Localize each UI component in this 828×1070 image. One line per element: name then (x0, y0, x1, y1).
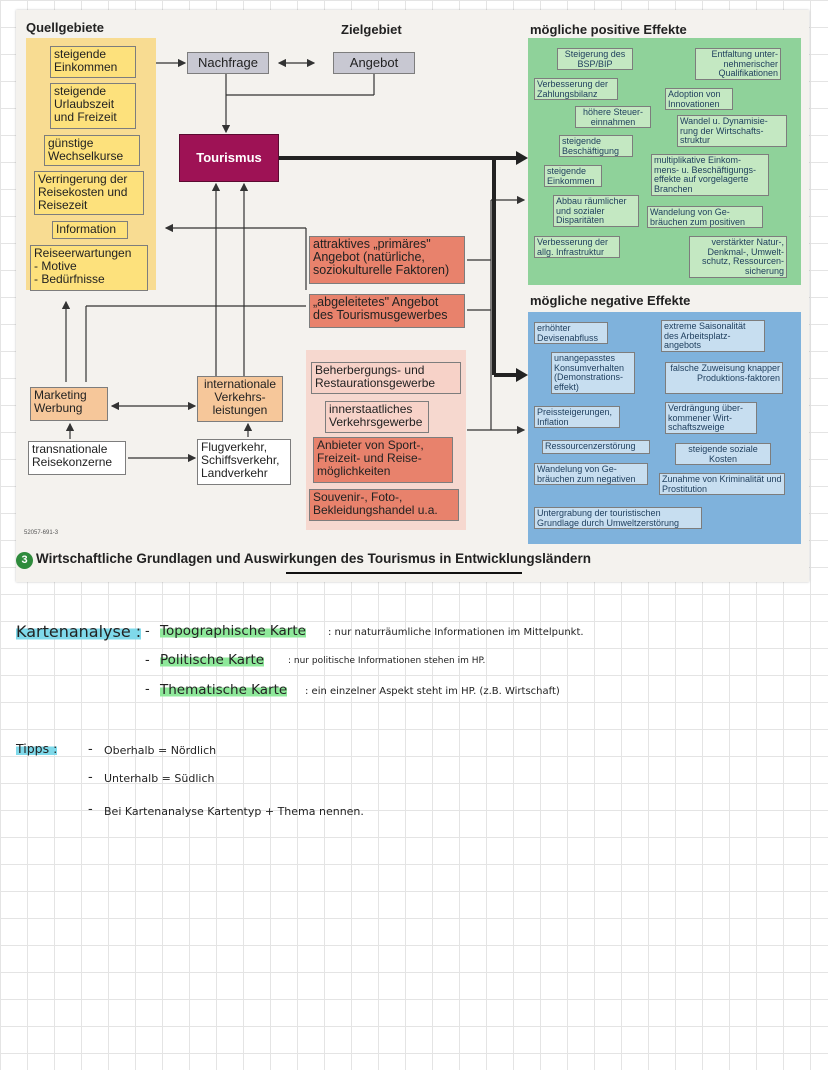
positive-taxes: höhere Steuer-einnahmen (575, 106, 651, 128)
caption-number: 3 (16, 552, 33, 569)
positive-multiplier: multiplikative Einkom-mens- u. Beschäfti… (651, 154, 769, 196)
negative-resource-destruction: Ressourcenzerstörung (542, 440, 650, 454)
negative-consumption: unangepasstes Konsumverhalten (Demonstra… (551, 352, 635, 394)
negative-displacement: Verdrängung über-kommener Wirt-schaftszw… (665, 402, 757, 434)
tip-north: Oberhalb = Nördlich (104, 744, 217, 757)
tourismus-box: Tourismus (179, 134, 279, 182)
connector-arrows (61, 58, 528, 463)
negative-seasonality: extreme Saisonalität des Arbeitsplatz-an… (661, 320, 765, 352)
note-text-thematic: : ein einzelner Aspekt steht im HP. (z.B… (305, 686, 560, 697)
notes-title: Kartenanalyse : (16, 622, 142, 641)
negative-environment: Untergrabung der touristischen Grundlage… (534, 507, 702, 529)
tips-title: Tipps : (16, 741, 58, 756)
positive-entrepreneurship: Entfaltung unter-nehmerischer Qualifikat… (695, 48, 781, 80)
note-term-topographic: Topographische Karte (160, 623, 306, 639)
negative-inflation: Preissteigerungen, Inflation (534, 406, 620, 428)
angebot-box: Angebot (333, 52, 415, 74)
positive-infrastructure: Verbesserung der allg. Infrastruktur (534, 236, 620, 258)
tip-south: Unterhalb = Südlich (104, 772, 215, 785)
tourism-diagram: Quellgebiete Zielgebiet mögliche positiv… (16, 10, 809, 582)
negative-social-costs: steigende soziale Kosten (675, 443, 771, 465)
factor-information: Information (52, 221, 128, 239)
caption-text: Wirtschaftliche Grundlagen und Auswirkun… (36, 551, 591, 566)
tip-dash: - (88, 802, 93, 817)
tip-analysis: Bei Kartenanalyse Kartentyp + Thema nenn… (104, 805, 364, 818)
figure-code: 52057-691-3 (24, 530, 59, 536)
offer-sports-leisure: Anbieter von Sport-, Freizeit- und Reise… (313, 437, 453, 483)
factor-exchange-rates: günstige Wechselkurse (44, 135, 140, 166)
tip-dash: - (88, 770, 93, 785)
factor-leisure: steigende Urlaubszeit und Freizeit (50, 83, 136, 129)
marketing-box: Marketing Werbung (30, 387, 108, 421)
nachfrage-box: Nachfrage (187, 52, 269, 74)
positive-disparities: Abbau räumlicher und sozialer Disparität… (553, 195, 639, 227)
positive-protection: verstärkter Natur-, Denkmal-, Umwelt-sch… (689, 236, 787, 278)
note-term-thematic: Thematische Karte (160, 682, 288, 698)
offer-domestic-transport: innerstaatliches Verkehrsgewerbe (325, 401, 429, 433)
negative-crime: Zunahme von Kriminalität und Prostitutio… (659, 473, 785, 495)
factor-income: steigende Einkommen (50, 46, 136, 78)
offer-souvenirs: Souvenir-, Foto-, Bekleidungshandel u.a. (309, 489, 459, 521)
verkehrsarten-box: Flugverkehr, Schiffsverkehr, Landverkehr (197, 439, 291, 485)
factor-expectations: Reiseerwartungen - Motive - Bedürfnisse (30, 245, 148, 291)
negative-currency-outflow: erhöhter Devisenabfluss (534, 322, 608, 344)
target-heading: Zielgebiet (341, 22, 402, 37)
negative-customs: Wandelung von Ge-bräuchen zum negativen (534, 463, 648, 485)
positive-bsp: Steigerung des BSP/BIP (557, 48, 633, 70)
note-dash: - (145, 682, 150, 697)
positive-heading: mögliche positive Effekte (530, 22, 687, 37)
positive-income: steigende Einkommen (544, 165, 602, 187)
primary-offer-box: attraktives „primäres" Angebot (natürlic… (309, 236, 465, 284)
sources-heading: Quellgebiete (26, 20, 105, 35)
positive-employment: steigende Beschäftigung (559, 135, 633, 157)
note-dash: - (145, 653, 150, 668)
offer-lodging: Beherbergungs- und Restaurationsgewerbe (311, 362, 461, 394)
factor-travel-costs: Verringerung der Reisekosten und Reiseze… (34, 171, 144, 215)
note-dash: - (145, 624, 150, 639)
positive-innovation: Adoption von Innovationen (665, 88, 733, 110)
derived-offer-box: „abgeleitetes" Angebot des Tourismusgewe… (309, 294, 465, 328)
transnational-box: transnationale Reisekonzerne (28, 441, 126, 475)
note-term-political: Politische Karte (160, 652, 265, 668)
positive-structural-change: Wandel u. Dynamisie-rung der Wirtschafts… (677, 115, 787, 147)
positive-customs: Wandelung von Ge-bräuchen zum positiven (647, 206, 763, 228)
note-text-political: : nur politische Informationen stehen im… (288, 656, 486, 666)
note-text-topographic: : nur naturräumliche Informationen im Mi… (328, 627, 584, 638)
negative-misallocation: falsche Zuweisung knapper Produktions-fa… (665, 362, 783, 394)
negative-heading: mögliche negative Effekte (530, 293, 691, 308)
caption-underline (286, 572, 522, 574)
positive-balance: Verbesserung der Zahlungsbilanz (534, 78, 618, 100)
tip-dash: - (88, 742, 93, 757)
verkehrsleistungen-box: internationale Verkehrs- leistungen (197, 376, 283, 422)
